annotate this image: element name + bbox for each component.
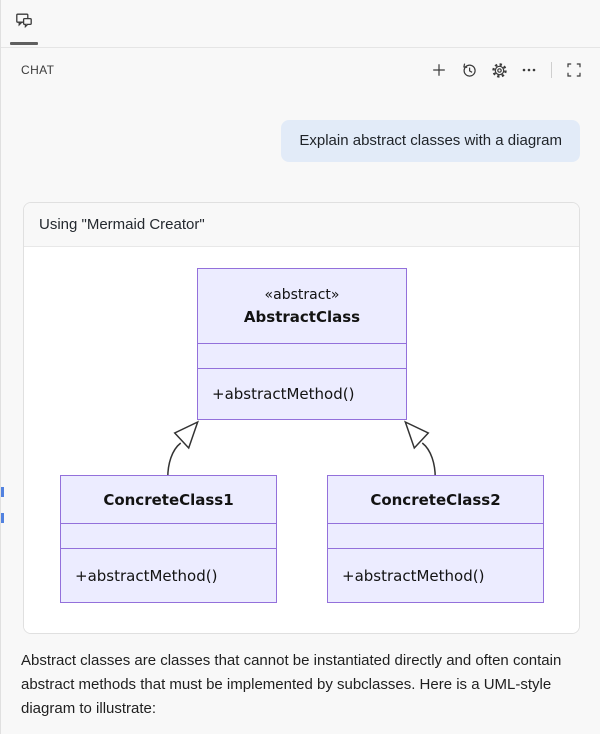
class-attributes-empty: [328, 524, 543, 549]
gear-icon: [491, 62, 508, 79]
class-header: «abstract» AbstractClass: [198, 269, 406, 344]
class-attributes-empty: [198, 344, 406, 369]
uml-class-concreteclass2: ConcreteClass2 +abstractMethod(): [327, 475, 544, 603]
active-tab-indicator: [10, 42, 38, 45]
tool-panel: Using "Mermaid Creator" «abstract» Abstr…: [23, 202, 580, 634]
class-name: ConcreteClass2: [370, 490, 501, 509]
settings-button[interactable]: [487, 58, 511, 82]
class-header: ConcreteClass1: [61, 476, 276, 524]
panel-tab-strip: [1, 0, 600, 48]
uml-class-concreteclass1: ConcreteClass1 +abstractMethod(): [60, 475, 277, 603]
tab-chat[interactable]: [1, 0, 47, 47]
assistant-response-text: Abstract classes are classes that cannot…: [21, 652, 562, 717]
left-edge-marker: [1, 487, 4, 497]
uml-class-abstractclass: «abstract» AbstractClass +abstractMethod…: [197, 268, 407, 420]
toolbar-separator: [551, 62, 552, 78]
class-stereotype: «abstract»: [264, 286, 340, 303]
class-method: +abstractMethod(): [75, 566, 218, 585]
class-methods: +abstractMethod(): [198, 369, 406, 419]
class-method: +abstractMethod(): [212, 385, 355, 403]
panel-title: CHAT: [21, 63, 55, 77]
tool-usage-label: Using "Mermaid Creator": [39, 216, 205, 233]
chat-body: Explain abstract classes with a diagram …: [1, 92, 600, 721]
class-method: +abstractMethod(): [342, 566, 485, 585]
new-chat-button[interactable]: [427, 58, 451, 82]
header-actions: [427, 58, 586, 82]
class-header: ConcreteClass2: [328, 476, 543, 524]
class-attributes-empty: [61, 524, 276, 549]
inheritance-arrowhead-left: [173, 420, 199, 450]
mermaid-diagram: «abstract» AbstractClass +abstractMethod…: [24, 247, 579, 633]
more-actions-button[interactable]: [517, 58, 541, 82]
user-message-bubble: Explain abstract classes with a diagram: [281, 120, 580, 162]
left-edge-marker: [1, 513, 4, 523]
plus-icon: [431, 62, 447, 78]
expand-icon: [566, 62, 582, 78]
inheritance-arrows: [166, 420, 437, 479]
class-name: AbstractClass: [243, 307, 361, 326]
class-methods: +abstractMethod(): [328, 549, 543, 602]
tool-panel-header[interactable]: Using "Mermaid Creator": [24, 203, 579, 247]
class-name: ConcreteClass1: [103, 490, 234, 509]
ellipsis-icon: [521, 62, 537, 78]
chat-bubbles-icon: [14, 11, 34, 36]
history-icon: [461, 62, 477, 78]
maximize-panel-button[interactable]: [562, 58, 586, 82]
chat-header: CHAT: [1, 48, 600, 92]
class-methods: +abstractMethod(): [61, 549, 276, 602]
history-button[interactable]: [457, 58, 481, 82]
inheritance-arrowhead-right: [404, 420, 430, 450]
